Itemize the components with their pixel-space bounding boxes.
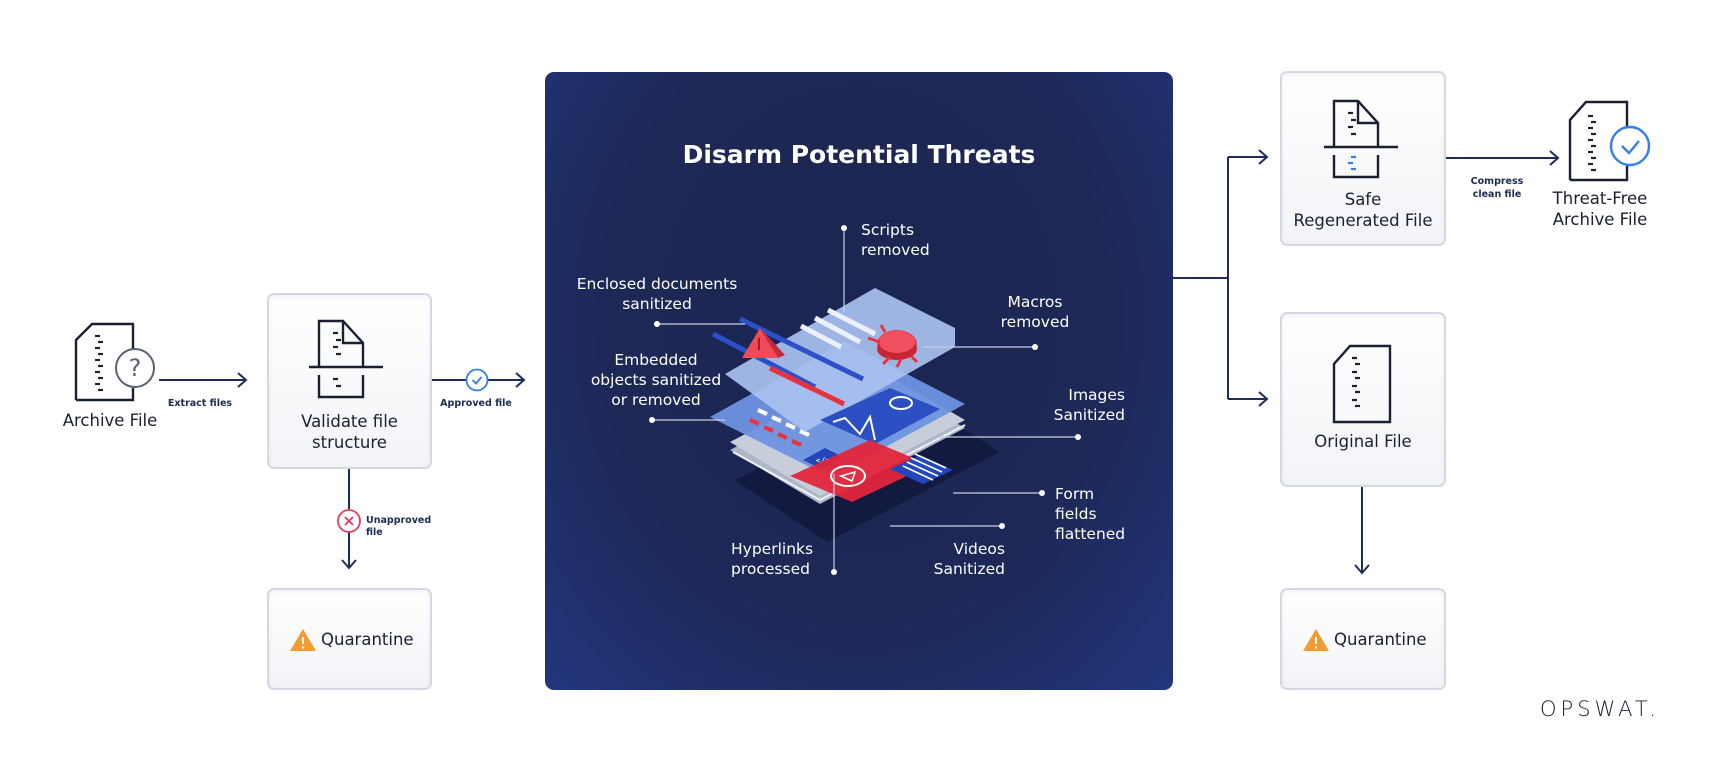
callout-form-line2: fields bbox=[1055, 505, 1097, 523]
safe-label-line2: Regenerated File bbox=[1293, 211, 1433, 230]
threat-free-label-line2: Archive File bbox=[1552, 210, 1648, 229]
callout-images-line1: Images bbox=[1068, 386, 1125, 404]
threat-warning-icon bbox=[742, 328, 778, 358]
approved-file-label: Approved file bbox=[440, 398, 512, 409]
approved-arrow bbox=[432, 372, 526, 388]
validate-label-line1: Validate file bbox=[301, 412, 398, 431]
archive-file-icon bbox=[1332, 344, 1392, 424]
disarm-threats-panel: Disarm Potential Threats </> bbox=[545, 72, 1173, 690]
callout-form-line1: Form bbox=[1055, 485, 1095, 503]
top-layer bbox=[725, 288, 955, 432]
hyperlink-code-tile bbox=[803, 448, 843, 469]
cdr-layers-illustration: </> bbox=[649, 225, 1081, 575]
callout-macros-line1: Macros bbox=[1007, 293, 1063, 311]
quarantine-left-label: Quarantine bbox=[321, 630, 414, 649]
callout-hyperlinks-line2: processed bbox=[731, 560, 810, 578]
svg-text:?: ? bbox=[129, 354, 142, 382]
compress-label-line1: Compress bbox=[1470, 176, 1524, 187]
opswat-logo: OPSWAT. bbox=[1540, 697, 1660, 721]
callout-scripts-line2: removed bbox=[861, 241, 930, 259]
callout-embedded-line3: or removed bbox=[611, 391, 701, 409]
callout-form-line3: flattened bbox=[1055, 525, 1126, 543]
original-file-card[interactable]: Original File bbox=[1280, 312, 1446, 487]
quarantine-right-label: Quarantine bbox=[1334, 630, 1427, 649]
panel-title: Disarm Potential Threats bbox=[682, 140, 1036, 169]
file-scan-icon bbox=[309, 319, 383, 399]
safe-regenerated-file-card[interactable]: Safe Regenerated File bbox=[1280, 71, 1446, 246]
callout-enclosed-line2: sanitized bbox=[622, 295, 692, 313]
original-to-quarantine-arrow bbox=[1354, 487, 1370, 575]
quarantine-card-left[interactable]: Quarantine bbox=[267, 588, 432, 690]
callout-images-line2: Sanitized bbox=[1053, 406, 1125, 424]
validate-file-structure-card[interactable]: Validate file structure bbox=[267, 293, 432, 469]
extract-arrow bbox=[159, 372, 248, 388]
warning-triangle-icon bbox=[1303, 629, 1329, 651]
rejected-x-icon bbox=[337, 509, 361, 533]
quarantine-card-right[interactable]: Quarantine bbox=[1280, 588, 1446, 690]
warning-triangle-icon bbox=[290, 629, 316, 651]
callout-macros-line2: removed bbox=[1000, 313, 1070, 331]
approved-check-icon bbox=[465, 368, 489, 392]
archive-file-label: Archive File bbox=[62, 411, 158, 430]
callout-enclosed-line1: Enclosed documents bbox=[576, 275, 738, 293]
unapproved-arrow bbox=[341, 469, 357, 570]
callout-videos-line2: Sanitized bbox=[933, 560, 1005, 578]
threat-free-label-line1: Threat-Free bbox=[1552, 189, 1648, 208]
original-file-label: Original File bbox=[1314, 432, 1412, 451]
file-scan-clean-icon bbox=[1324, 99, 1398, 179]
archive-file-check-icon bbox=[1568, 100, 1651, 182]
branch-connector bbox=[1173, 149, 1269, 407]
compress-label-line2: clean file bbox=[1472, 189, 1522, 200]
unapproved-file-label: Unapproved file bbox=[366, 515, 432, 538]
callout-embedded-line2: objects sanitized bbox=[590, 371, 722, 389]
form-tile bbox=[890, 455, 953, 484]
callout-scripts-line1: Scripts bbox=[861, 221, 915, 239]
archive-file-question-icon: ? bbox=[74, 322, 155, 402]
safe-label-line1: Safe bbox=[1344, 190, 1382, 209]
callout-hyperlinks-line1: Hyperlinks bbox=[731, 540, 814, 558]
extract-files-label: Extract files bbox=[167, 398, 233, 409]
callout-embedded-line1: Embedded bbox=[614, 351, 698, 369]
callout-videos-line1: Videos bbox=[953, 540, 1005, 558]
svg-text:</>: </> bbox=[816, 456, 831, 465]
image-tile bbox=[820, 388, 940, 444]
compress-arrow bbox=[1446, 150, 1560, 166]
validate-label-line2: structure bbox=[312, 433, 387, 452]
macro-bug-icon bbox=[867, 324, 919, 368]
video-tile bbox=[790, 440, 930, 502]
